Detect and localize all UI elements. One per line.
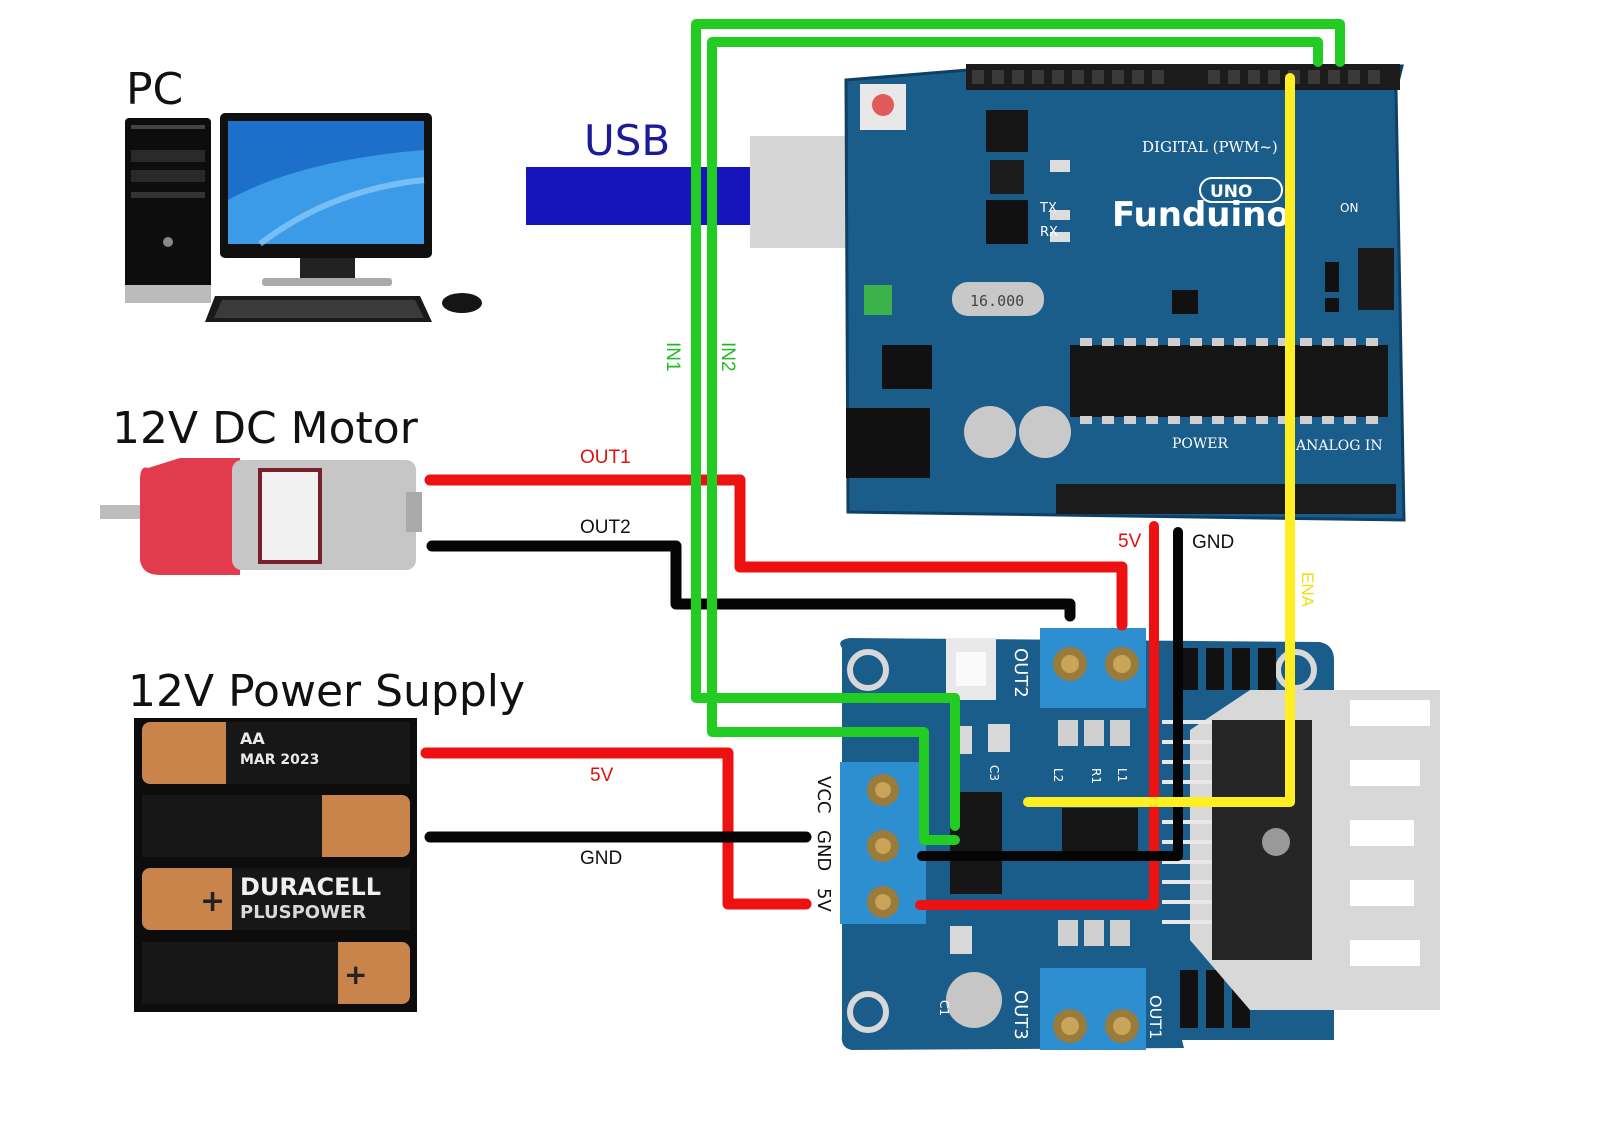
- capacitor-2: [1019, 406, 1071, 458]
- motor-label: 12V DC Motor: [112, 403, 419, 454]
- supply-5v-wire-label: 5V: [590, 765, 614, 786]
- vcc-terminal-label: VCC: [813, 776, 834, 813]
- out2-wire-label: OUT2: [580, 517, 631, 538]
- driver-l2-label: L2: [1051, 768, 1065, 782]
- wire-ena: [1023, 73, 1295, 807]
- driver-c1-label: C1: [937, 1000, 951, 1016]
- l298n-chip: [1212, 720, 1312, 960]
- pc-illustration: [125, 113, 482, 322]
- battery-size: AA: [240, 729, 265, 748]
- crystal-label: 16.000: [970, 292, 1024, 310]
- uno-badge: UNO: [1210, 182, 1252, 202]
- wire-out1: [424, 474, 1128, 631]
- gnd-terminal-label: GND: [813, 830, 834, 871]
- svg-text:+: +: [200, 884, 225, 919]
- arduino-board: 16.000 UNO: [844, 64, 1406, 522]
- usb-cable: [526, 167, 752, 225]
- rx-label: RX: [1040, 225, 1058, 240]
- driver-out1-label: OUT1: [1146, 995, 1165, 1039]
- wire-in2: [707, 37, 1323, 845]
- driver-c3-label: C3: [987, 765, 1001, 781]
- driver-r1-label: R1: [1089, 768, 1103, 784]
- wire-5v-arduino: [915, 521, 1159, 910]
- power-label: POWER: [1172, 436, 1229, 452]
- motor-driver-board: OUT2 OUT3 OUT1 C1 C3 R3 R1 L1 L2: [840, 628, 1440, 1050]
- tx-label: TX: [1039, 201, 1057, 216]
- 5v-terminal-label: 5V: [813, 888, 834, 912]
- capacitor-c1: [946, 972, 1002, 1028]
- wire-out2: [426, 540, 1076, 622]
- driver-l1-label: L1: [1115, 768, 1129, 782]
- battery-pack: + DURACELL PLUSPOWER + AA MAR 2023: [134, 718, 417, 1012]
- driver-out2-label: OUT2: [1010, 648, 1031, 698]
- arduino-5v-wire-label: 5V: [1118, 531, 1142, 552]
- analog-in-label: ANALOG IN: [1295, 438, 1383, 454]
- pc-label: PC: [126, 64, 183, 115]
- in1-wire-label: IN1: [662, 342, 683, 372]
- arduino-gnd-wire-label: GND: [1192, 532, 1234, 553]
- capacitor-1: [964, 406, 1016, 458]
- battery-brand: DURACELL: [240, 873, 381, 901]
- icsp-header: [1358, 248, 1394, 310]
- out1-wire-label: OUT1: [580, 447, 631, 468]
- power-analog-header: [1056, 484, 1396, 514]
- digital-label: DIGITAL (PWM~): [1142, 138, 1278, 156]
- driver-out3-label: OUT3: [1010, 990, 1031, 1040]
- motor-gearbox: [140, 458, 240, 575]
- svg-text:+: +: [344, 958, 367, 991]
- voltage-regulator: [882, 345, 932, 389]
- wires: [420, 19, 1345, 910]
- board-brand: Funduino: [1112, 195, 1290, 235]
- in2-wire-label: IN2: [717, 342, 738, 372]
- dc-motor: [100, 458, 422, 575]
- wire-in1: [691, 19, 1345, 831]
- wire-gnd-arduino: [917, 527, 1183, 861]
- crystal-oscillator: [952, 282, 1044, 316]
- usb-label: USB: [584, 116, 670, 165]
- on-label: ON: [1340, 201, 1358, 215]
- wire-5v-supply: [420, 747, 812, 910]
- power-supply-label: 12V Power Supply: [128, 666, 525, 717]
- usb-chip: [986, 200, 1028, 244]
- ena-wire-label: ENA: [1298, 572, 1317, 608]
- supply-gnd-wire-label: GND: [580, 848, 622, 869]
- battery-line: PLUSPOWER: [240, 902, 366, 923]
- power-jack: [846, 408, 930, 478]
- driver-regulator: [1062, 808, 1138, 858]
- battery-date: MAR 2023: [240, 752, 319, 768]
- atmega-chip: [1070, 345, 1388, 417]
